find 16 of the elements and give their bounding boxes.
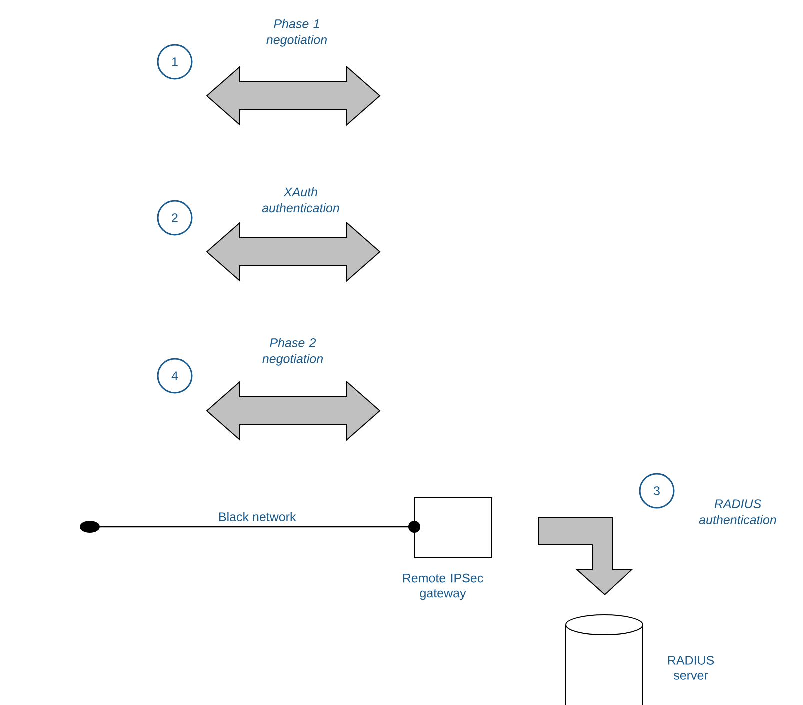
step-number: 3 (639, 473, 675, 509)
server-cylinder (566, 614, 644, 705)
step-number: 1 (157, 44, 193, 80)
connector-line (100, 521, 420, 533)
step-label: XAuth authentication (262, 187, 340, 213)
block-arrow (538, 518, 634, 596)
step-label: Phase 2 negotiation (262, 338, 323, 366)
step-number: 2 (157, 200, 193, 236)
node-caption: RADIUS server (668, 656, 714, 680)
node-caption: Remote IPSec gateway (403, 574, 484, 600)
edge-label: Black network (219, 512, 296, 522)
endpoint-dot (80, 521, 100, 533)
step-label: RADIUS authentication (699, 500, 776, 524)
gateway-box (414, 498, 492, 558)
step-number: 4 (157, 358, 193, 394)
step-label: Phase 1 negotiation (266, 19, 327, 47)
